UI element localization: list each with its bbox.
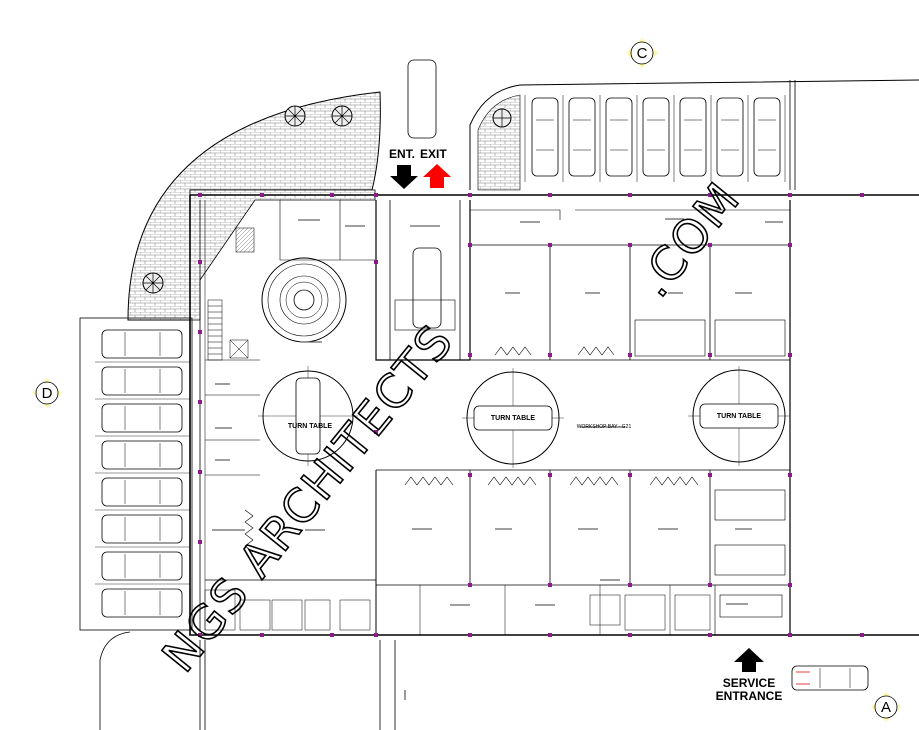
entry-exit-sign: ENT. EXIT [389, 147, 451, 189]
watermark-line2: .COM [627, 171, 751, 307]
parking-top-row [524, 95, 786, 182]
building-outline [189, 194, 919, 636]
exit-label: EXIT [420, 147, 447, 161]
workshop-label: WORKSHOP BAY - G21 [577, 424, 632, 430]
turn-table-right-label: TURN TABLE [717, 413, 762, 420]
grid-marker-a: A [871, 692, 901, 722]
room-label-marks [212, 218, 783, 606]
tree-icon [284, 105, 306, 127]
tree-icon [142, 272, 164, 294]
grid-marker-c: C [626, 38, 658, 68]
hatched-wall [235, 227, 255, 253]
service-entrance-line2: ENTRANCE [716, 689, 783, 703]
bay-lifts [394, 299, 786, 618]
entry-label: ENT. [389, 147, 415, 161]
tree-icon [331, 105, 353, 127]
structural-columns [198, 193, 864, 637]
arrow-up-icon [423, 164, 451, 188]
car-entry-lane [407, 59, 442, 329]
arrow-down-icon [390, 165, 418, 189]
landscape-plaza [127, 91, 381, 321]
turn-table-middle [462, 368, 564, 468]
paved-area-top-right [469, 79, 919, 191]
car-service-entrance [791, 665, 869, 691]
grid-marker-d: D [32, 378, 62, 408]
turn-table-left [258, 366, 358, 466]
tree-icon [492, 108, 512, 128]
turn-table-left-label: TURN TABLE [288, 423, 333, 430]
folding-doors [244, 346, 699, 553]
turn-table-right [688, 366, 790, 466]
site-edges [99, 631, 406, 730]
arrow-up-icon [734, 648, 764, 672]
service-entrance-line1: SERVICE [723, 676, 775, 690]
staircase [207, 299, 249, 361]
turn-table-middle-label: TURN TABLE [491, 415, 536, 422]
grid-marker-c-label: C [637, 45, 648, 62]
grid-marker-d-label: D [42, 385, 53, 402]
service-entrance-sign: SERVICE ENTRANCE [716, 648, 783, 703]
service-rooms [204, 589, 711, 631]
grid-marker-a-label: A [881, 699, 891, 716]
circular-display [261, 257, 347, 343]
parking-left-column [79, 317, 193, 631]
